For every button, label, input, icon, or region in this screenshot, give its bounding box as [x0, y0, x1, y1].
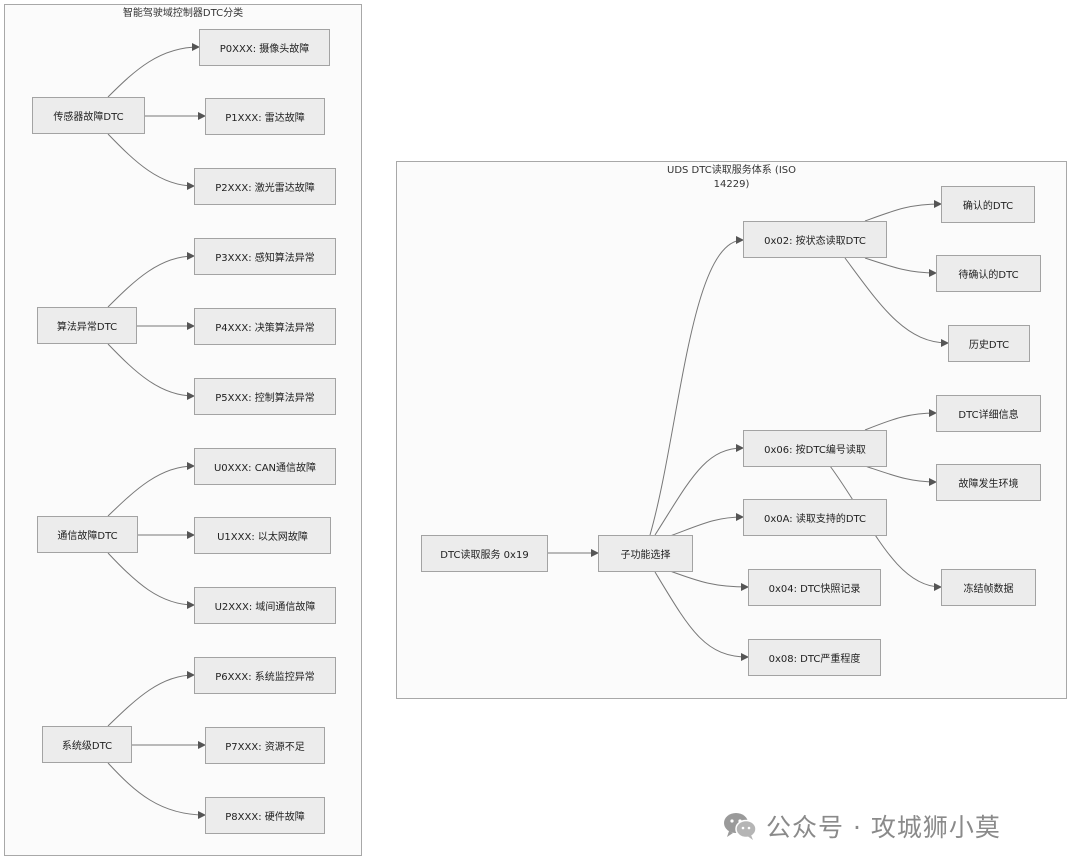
node-p5: P5XXX: 控制算法异常	[194, 378, 336, 415]
node-fault-env: 故障发生环境	[936, 464, 1041, 501]
node-algo-dtc: 算法异常DTC	[37, 307, 137, 344]
right-cluster-title-line1: UDS DTC读取服务体系 (ISO	[667, 165, 796, 176]
node-p4: P4XXX: 决策算法异常	[194, 308, 336, 345]
node-p8: P8XXX: 硬件故障	[205, 797, 325, 834]
edge-02-pending	[864, 257, 937, 277]
edge-comm-u2	[107, 552, 195, 609]
edge-algo-p3	[107, 252, 195, 308]
node-sys-dtc: 系统级DTC	[42, 726, 132, 763]
watermark-text: 公众号 · 攻城狮小莫	[766, 813, 1001, 842]
node-sensor-dtc: 传感器故障DTC	[32, 97, 145, 134]
edge-02-confirmed	[864, 200, 942, 222]
node-sub-0x06: 0x06: 按DTC编号读取	[743, 430, 887, 467]
node-dtc-read-service: DTC读取服务 0x19	[421, 535, 548, 572]
watermark: 公众号 · 攻城狮小莫	[722, 806, 1001, 846]
node-history-dtc: 历史DTC	[948, 325, 1030, 362]
node-dtc-detail-info: DTC详细信息	[936, 395, 1041, 432]
edge-selector-08	[654, 571, 749, 661]
node-sub-0x04: 0x04: DTC快照记录	[748, 569, 881, 606]
node-freeze-frame: 冻结帧数据	[941, 569, 1036, 606]
edge-selector-04	[669, 570, 749, 591]
node-p3: P3XXX: 感知算法异常	[194, 238, 336, 275]
node-p2: P2XXX: 激光雷达故障	[194, 168, 336, 205]
edge-sensor-p2	[107, 133, 195, 190]
edge-sys-p8	[107, 762, 206, 819]
edge-sensor-p0	[107, 43, 200, 98]
edge-selector-0a	[669, 513, 744, 537]
node-subfunction-select: 子功能选择	[598, 535, 693, 572]
node-p7: P7XXX: 资源不足	[205, 727, 325, 764]
left-cluster-title: 智能驾驶域控制器DTC分类	[122, 8, 244, 19]
node-u0: U0XXX: CAN通信故障	[194, 448, 336, 485]
edge-06-env	[864, 465, 937, 486]
node-p1: P1XXX: 雷达故障	[205, 98, 325, 135]
edge-sys-p6	[107, 671, 195, 727]
wechat-icon	[724, 813, 757, 840]
edge-selector-06	[654, 444, 744, 536]
edge-comm-u0	[107, 462, 195, 517]
edge-algo-p5	[107, 343, 195, 400]
node-confirmed-dtc: 确认的DTC	[941, 186, 1035, 223]
node-pending-dtc: 待确认的DTC	[936, 255, 1041, 292]
node-p6: P6XXX: 系统监控异常	[194, 657, 336, 694]
edge-02-history	[844, 257, 949, 347]
node-sub-0x02: 0x02: 按状态读取DTC	[743, 221, 887, 258]
right-cluster-title-line2: 14229)	[713, 179, 750, 190]
node-sub-0x0a: 0x0A: 读取支持的DTC	[743, 499, 887, 536]
left-cluster: 智能驾驶域控制器DTC分类	[4, 4, 362, 856]
node-p0: P0XXX: 摄像头故障	[199, 29, 330, 66]
edge-06-detail	[864, 409, 937, 431]
node-comm-dtc: 通信故障DTC	[37, 516, 138, 553]
edge-06-freeze	[829, 465, 942, 591]
edge-selector-02	[649, 236, 744, 536]
node-sub-0x08: 0x08: DTC严重程度	[748, 639, 881, 676]
node-u2: U2XXX: 域间通信故障	[194, 587, 336, 624]
node-u1: U1XXX: 以太网故障	[194, 517, 331, 554]
